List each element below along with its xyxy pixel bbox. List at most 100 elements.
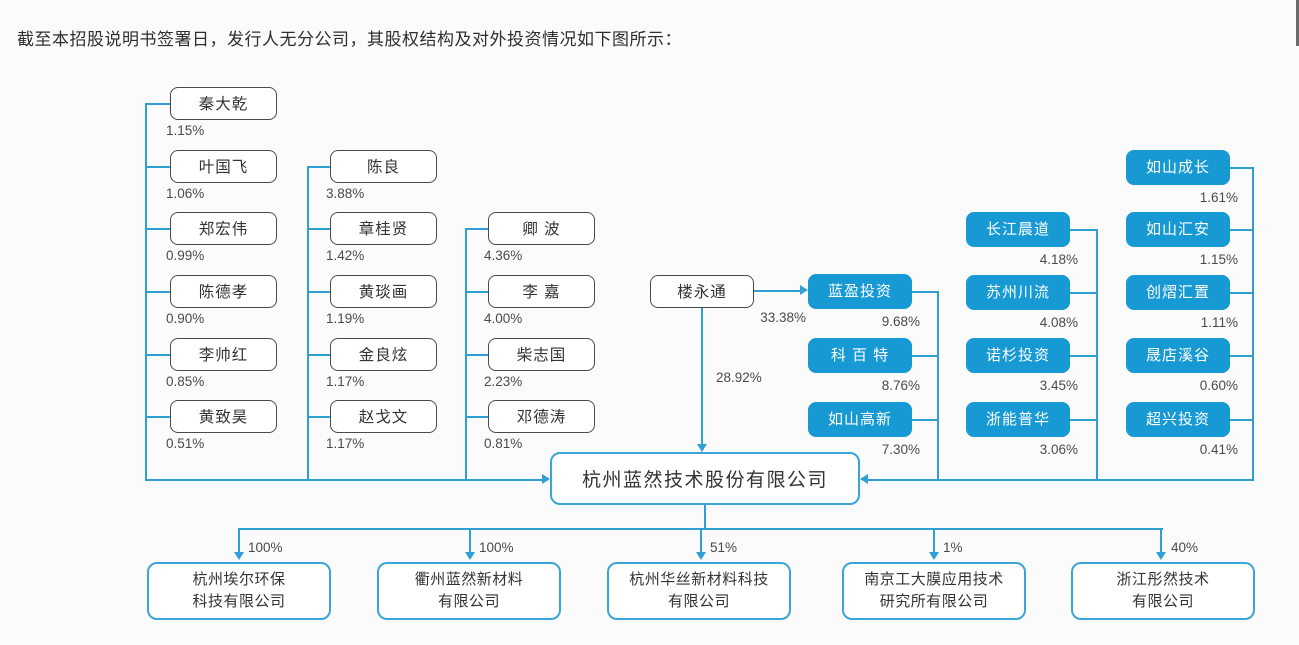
subsidiary-name-line1: 杭州华丝新材料科技 [629, 570, 769, 588]
arrowhead-icon [800, 285, 808, 295]
connector-line [933, 528, 935, 552]
percentage-label: 1.15% [166, 123, 205, 138]
percentage-label: 4.08% [1039, 315, 1078, 330]
arrowhead-icon [234, 552, 244, 560]
shareholder-box: 李 嘉 [488, 275, 595, 308]
institution-box: 苏州川流 [966, 275, 1070, 310]
subsidiary-name-line2: 有限公司 [1131, 593, 1194, 610]
institution-box: 如山高新 [808, 402, 912, 437]
connector-line [1252, 167, 1254, 481]
subsidiary-name-line1: 浙江彤然技术 [1116, 570, 1210, 588]
percentage-label: 100% [479, 540, 514, 555]
subsidiary-name-line1: 杭州埃尔环保 [192, 570, 286, 588]
percentage-label: 1.17% [326, 374, 365, 389]
connector-line [469, 528, 471, 552]
connector-line [1230, 167, 1252, 169]
connector-line [145, 291, 170, 293]
percentage-label: 1.06% [166, 186, 205, 201]
percentage-label: 1.17% [326, 436, 365, 451]
percentage-label: 8.76% [881, 378, 920, 393]
connector-line [465, 291, 488, 293]
subsidiary-box: 杭州华丝新材料科技 有限公司 [607, 562, 791, 620]
subsidiary-box: 衢州蓝然新材料 有限公司 [377, 562, 561, 620]
connector-line [145, 479, 542, 481]
percentage-label: 0.41% [1199, 442, 1238, 457]
shareholder-box: 卿 波 [488, 212, 595, 245]
connector-line [1230, 229, 1252, 231]
shareholder-box: 陈德孝 [170, 275, 277, 308]
arrowhead-icon [696, 552, 706, 560]
connector-line [912, 291, 937, 293]
percentage-label: 1% [943, 540, 963, 555]
company-box: 杭州蓝然技术股份有限公司 [550, 452, 860, 505]
percentage-label: 1.19% [326, 311, 365, 326]
shareholder-box: 李帅红 [170, 338, 277, 371]
connector-line [465, 416, 488, 418]
percentage-label: 4.18% [1039, 252, 1078, 267]
institution-box: 长江晨道 [966, 212, 1070, 247]
scrollbar-thumb[interactable] [1296, 0, 1299, 46]
percentage-label: 33.38% [760, 310, 806, 325]
shareholder-box: 郑宏伟 [170, 212, 277, 245]
percentage-label: 2.23% [484, 374, 523, 389]
arrowhead-icon [860, 474, 868, 484]
shareholder-box: 邓德涛 [488, 400, 595, 433]
percentage-label: 28.92% [716, 370, 762, 385]
shareholder-box: 叶国飞 [170, 150, 277, 183]
percentage-label: 7.30% [881, 442, 920, 457]
percentage-label: 40% [1171, 540, 1199, 555]
shareholder-box: 金良炫 [330, 338, 437, 371]
institution-box: 诺杉投资 [966, 338, 1070, 373]
percentage-label: 3.06% [1039, 442, 1078, 457]
arrowhead-icon [697, 444, 707, 452]
connector-line [307, 291, 330, 293]
arrowhead-icon [542, 474, 550, 484]
subsidiary-name-line2: 有限公司 [437, 593, 500, 610]
connector-line [1096, 229, 1098, 481]
connector-line [1070, 355, 1096, 357]
shareholder-box: 黄琰画 [330, 275, 437, 308]
connector-line [238, 528, 240, 552]
percentage-label: 3.88% [326, 186, 365, 201]
connector-line [704, 505, 706, 529]
percentage-label: 1.61% [1199, 190, 1238, 205]
institution-box: 如山成长 [1126, 150, 1230, 185]
connector-line [145, 416, 170, 418]
connector-line [307, 166, 309, 481]
percentage-label: 0.60% [1199, 378, 1238, 393]
shareholder-box: 黄致昊 [170, 400, 277, 433]
percentage-label: 0.99% [166, 248, 205, 263]
shareholder-box: 章桂贤 [330, 212, 437, 245]
connector-line [145, 166, 170, 168]
percentage-label: 0.85% [166, 374, 205, 389]
connector-line [307, 166, 330, 168]
connector-line [1160, 528, 1162, 552]
connector-line [1230, 355, 1252, 357]
connector-line [145, 354, 170, 356]
percentage-label: 0.81% [484, 436, 523, 451]
percentage-label: 51% [710, 540, 738, 555]
subsidiary-name-line2: 有限公司 [667, 593, 730, 610]
connector-line [307, 228, 330, 230]
percentage-label: 9.68% [881, 314, 920, 329]
percentage-label: 4.00% [484, 311, 523, 326]
connector-line [307, 416, 330, 418]
subsidiary-box: 浙江彤然技术 有限公司 [1071, 562, 1255, 620]
connector-line [937, 291, 939, 481]
connector-line [465, 354, 488, 356]
connector-line [1070, 229, 1096, 231]
percentage-label: 1.42% [326, 248, 365, 263]
connector-line [912, 419, 937, 421]
percentage-label: 1.11% [1200, 315, 1238, 330]
institution-box: 创熠汇置 [1126, 275, 1230, 310]
institution-box: 晟店溪谷 [1126, 338, 1230, 373]
shareholder-box: 柴志国 [488, 338, 595, 371]
institution-box: 浙能普华 [966, 402, 1070, 437]
subsidiary-box: 南京工大膜应用技术 研究所有限公司 [842, 562, 1026, 620]
arrowhead-icon [929, 552, 939, 560]
subsidiary-box: 杭州埃尔环保 科技有限公司 [147, 562, 331, 620]
shareholder-box: 陈良 [330, 150, 437, 183]
institution-box: 蓝盈投资 [808, 274, 912, 309]
connector-line [1070, 292, 1096, 294]
